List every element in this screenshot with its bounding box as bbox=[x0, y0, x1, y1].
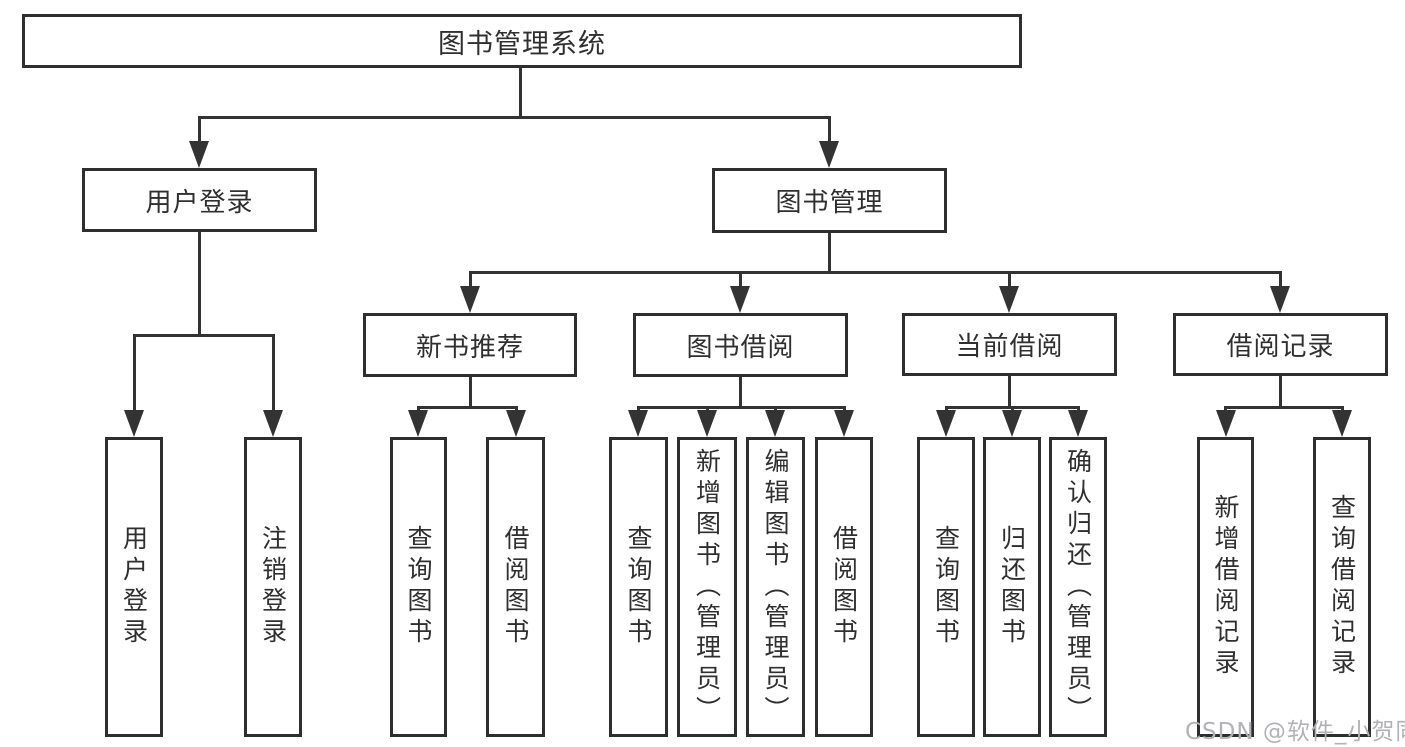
leaf-label: 新增图书（管理员） bbox=[692, 447, 722, 727]
leaf-add-borrow-record: 新增借阅记录 bbox=[1197, 437, 1254, 737]
connector bbox=[518, 68, 522, 119]
leaf-logout: 注销登录 bbox=[244, 437, 302, 737]
node-new-book-recommend: 新书推荐 bbox=[363, 313, 577, 377]
node-user-login: 用户登录 bbox=[82, 168, 317, 232]
arrowhead bbox=[506, 410, 526, 437]
connector bbox=[132, 335, 136, 413]
connector bbox=[416, 405, 518, 409]
connector bbox=[636, 405, 846, 409]
connector bbox=[1008, 376, 1011, 407]
node-borrow-records: 借阅记录 bbox=[1173, 313, 1388, 376]
leaf-label: 查询图书 bbox=[931, 525, 961, 649]
connector bbox=[197, 232, 201, 335]
watermark: CSDN @软件_小贺同学 bbox=[1185, 719, 1405, 745]
leaf-query-books-recommend: 查询图书 bbox=[390, 437, 447, 737]
arrowhead bbox=[263, 410, 283, 437]
leaf-label: 查询图书 bbox=[624, 525, 653, 649]
leaf-user-login: 用户登录 bbox=[105, 437, 163, 737]
node-label: 图书管理 bbox=[775, 188, 884, 218]
arrowhead bbox=[189, 141, 209, 168]
arrowhead bbox=[697, 410, 717, 437]
connector bbox=[739, 377, 742, 407]
arrowhead bbox=[1068, 410, 1088, 437]
connector bbox=[1224, 405, 1344, 409]
connector bbox=[197, 115, 831, 119]
leaf-borrow-books-2: 借阅图书 bbox=[815, 437, 873, 737]
leaf-query-borrow-record: 查询借阅记录 bbox=[1313, 437, 1371, 737]
connector bbox=[827, 117, 831, 144]
connector bbox=[468, 270, 1282, 274]
arrowhead bbox=[936, 410, 956, 437]
leaf-label: 注销登录 bbox=[258, 525, 288, 649]
leaf-label: 归还图书 bbox=[997, 525, 1027, 649]
leaf-label: 借阅图书 bbox=[829, 525, 859, 649]
leaf-label: 查询图书 bbox=[404, 525, 433, 649]
leaf-return-book: 归还图书 bbox=[983, 437, 1041, 737]
connector bbox=[1279, 376, 1282, 407]
leaf-label: 编辑图书（管理员） bbox=[761, 447, 790, 727]
connector bbox=[1007, 272, 1011, 288]
connector bbox=[827, 233, 831, 272]
leaf-label: 查询借阅记录 bbox=[1327, 494, 1357, 680]
node-label: 新书推荐 bbox=[415, 332, 524, 363]
leaf-add-book-admin: 新增图书（管理员） bbox=[677, 437, 737, 737]
node-label: 用户登录 bbox=[145, 187, 254, 218]
arrowhead bbox=[1216, 410, 1236, 437]
node-book-management: 图书管理 bbox=[712, 168, 947, 233]
leaf-query-books-current: 查询图书 bbox=[917, 437, 975, 737]
node-label: 当前借阅 bbox=[955, 332, 1064, 362]
node-label: 借阅记录 bbox=[1226, 332, 1335, 362]
arrowhead bbox=[628, 410, 648, 437]
arrowhead bbox=[460, 286, 480, 313]
leaf-label: 新增借阅记录 bbox=[1211, 494, 1240, 680]
arrowhead bbox=[834, 410, 854, 437]
connector bbox=[468, 272, 472, 288]
leaf-borrow-books-recommend: 借阅图书 bbox=[486, 437, 545, 737]
arrowhead bbox=[408, 410, 428, 437]
connector bbox=[738, 272, 742, 288]
leaf-label: 借阅图书 bbox=[501, 525, 530, 649]
connector bbox=[132, 333, 275, 337]
node-library-system: 图书管理系统 bbox=[22, 14, 1022, 68]
leaf-label: 用户登录 bbox=[119, 525, 149, 649]
connector bbox=[271, 335, 275, 413]
arrowhead bbox=[124, 410, 144, 437]
leaf-confirm-return-admin: 确认归还（管理员） bbox=[1049, 437, 1107, 737]
node-current-borrowing: 当前借阅 bbox=[902, 313, 1117, 376]
node-book-borrowing: 图书借阅 bbox=[633, 313, 848, 377]
arrowhead bbox=[1002, 410, 1022, 437]
connector bbox=[1278, 272, 1282, 288]
node-label: 图书管理系统 bbox=[438, 28, 606, 60]
leaf-edit-book-admin: 编辑图书（管理员） bbox=[746, 437, 805, 737]
leaf-query-books-borrow: 查询图书 bbox=[609, 437, 668, 737]
leaf-label: 确认归还（管理员） bbox=[1063, 447, 1093, 727]
connector bbox=[468, 377, 472, 407]
arrowhead bbox=[765, 410, 785, 437]
arrowhead bbox=[999, 286, 1019, 313]
arrowhead bbox=[1270, 286, 1290, 313]
node-label: 图书借阅 bbox=[686, 332, 795, 363]
arrowhead bbox=[819, 141, 839, 168]
arrowhead bbox=[1332, 410, 1352, 437]
arrowhead bbox=[730, 286, 750, 313]
connector bbox=[197, 117, 201, 144]
